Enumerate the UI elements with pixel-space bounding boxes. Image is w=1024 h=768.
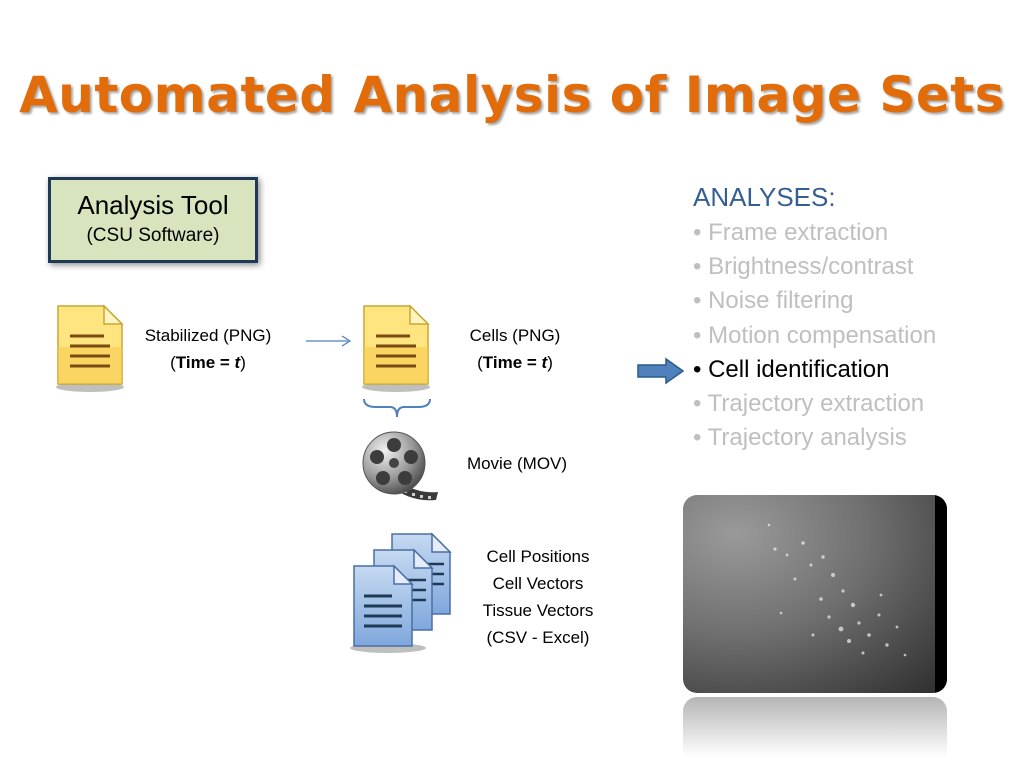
analysis-item-trajectory-analysis: • Trajectory analysis [693,424,907,452]
csv-line-cell-positions: Cell Positions [486,547,590,566]
analysis-tool-box: Analysis Tool (CSU Software) [48,177,258,263]
stabilized-time-label: Time = [175,353,235,372]
flow-arrow-icon [306,335,352,347]
document-stack-icon [350,532,452,653]
analyses-list: ANALYSES: • Frame extraction • Brightnes… [693,178,1013,455]
csv-line-tissue-vectors: Tissue Vectors [482,601,594,620]
document-icon [56,304,124,392]
cells-png-label: Cells (PNG) (Time = t) [440,322,590,376]
csv-outputs-label: Cell Positions Cell Vectors Tissue Vecto… [462,543,614,651]
tool-subtitle: (CSU Software) [86,225,220,246]
cells-close-paren: ) [547,353,553,372]
csv-line-format: (CSV - Excel) [486,628,590,647]
slide-title: Automated Analysis of Image Sets [19,66,1005,124]
analysis-item-motion-compensation: • Motion compensation [693,321,937,349]
cells-open-paren: ( [477,353,483,372]
stabilized-line1: Stabilized (PNG) [144,326,272,345]
tool-name: Analysis Tool [77,190,229,220]
stabilized-close-paren: ) [240,353,246,372]
stabilized-open-paren: ( [170,353,176,372]
csv-line-cell-vectors: Cell Vectors [492,574,584,593]
stabilized-time-var: t [234,353,241,372]
right-arrow-icon [637,357,685,385]
document-icon [362,304,430,392]
analysis-item-brightness-contrast: • Brightness/contrast [693,253,914,281]
cells-time-label: Time = [482,353,542,372]
movie-mov-label: Movie (MOV) [466,454,568,473]
analysis-item-frame-extraction: • Frame extraction [693,219,889,246]
curly-brace-icon [363,398,431,418]
stabilized-png-label: Stabilized (PNG) (Time = t) [128,322,288,376]
analysis-item-trajectory-extraction: • Trajectory extraction [693,390,925,418]
cell-speckles [767,495,947,693]
cells-time-var: t [541,353,548,372]
analysis-item-noise-filtering: • Noise filtering [693,287,854,315]
cells-line1: Cells (PNG) [469,326,561,345]
analyses-heading: ANALYSES: [693,182,836,212]
analysis-item-cell-identification: • Cell identification [693,355,890,383]
microscopy-image [683,495,947,693]
film-reel-icon [362,431,438,501]
microscopy-image-reflection [683,697,947,757]
